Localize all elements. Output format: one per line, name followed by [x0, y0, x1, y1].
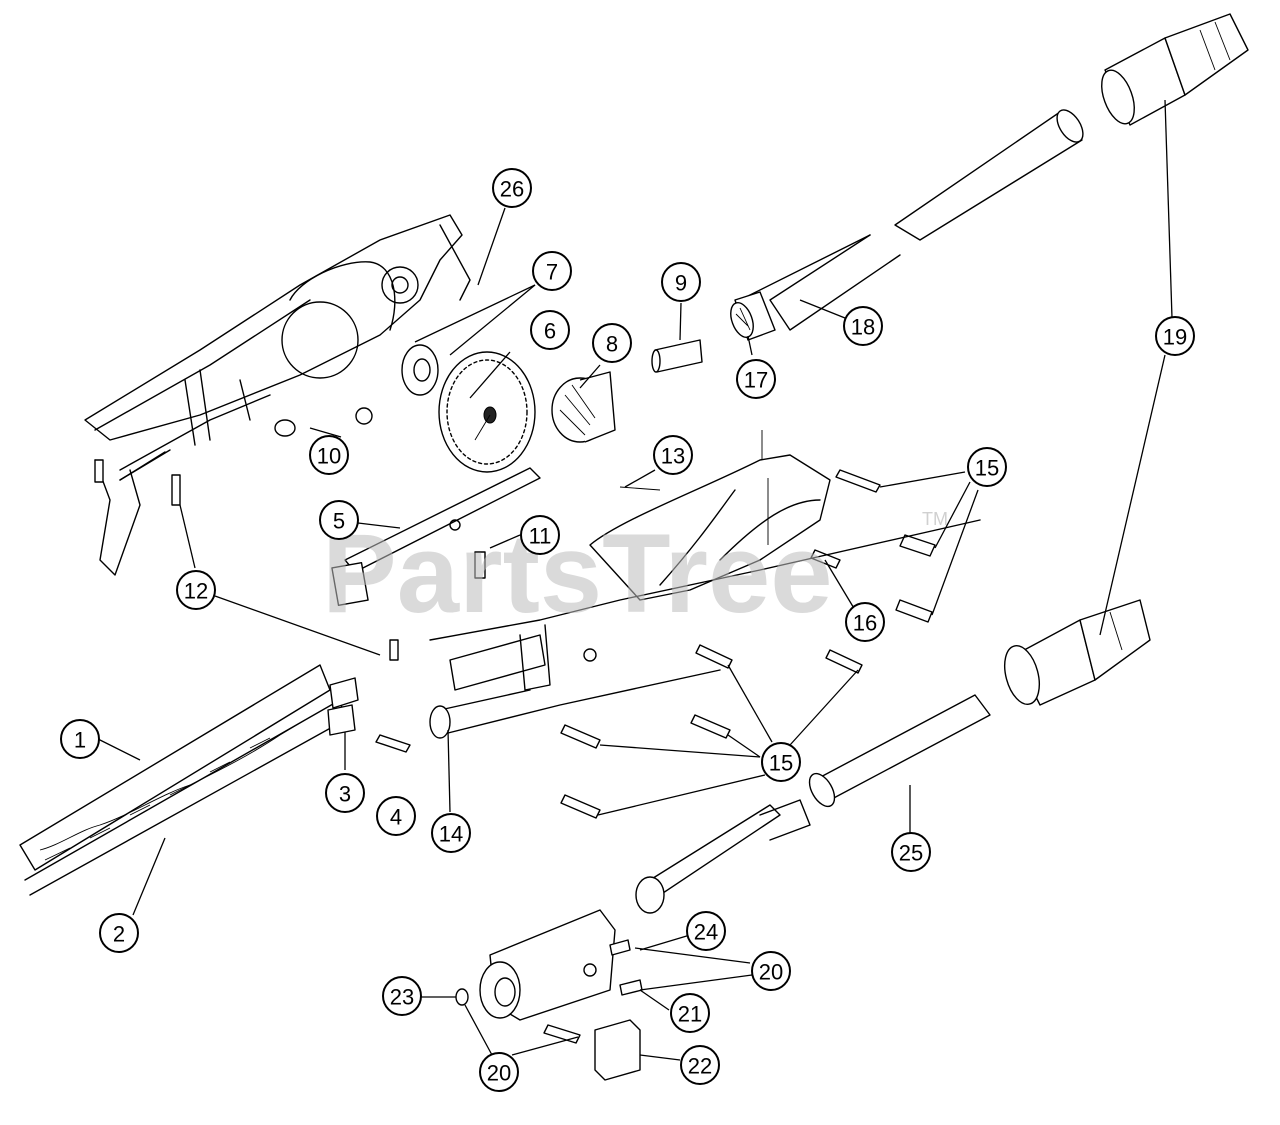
svg-text:22: 22 — [688, 1054, 712, 1079]
callout-23[interactable]: 23 — [382, 976, 422, 1016]
callout-20-right[interactable]: 20 — [751, 951, 791, 991]
gear-housing — [84, 214, 471, 576]
svg-text:2: 2 — [113, 922, 125, 947]
watermark: PartsTree TM — [322, 509, 948, 636]
callout-8[interactable]: 8 — [592, 323, 632, 363]
callout-1[interactable]: 1 — [60, 719, 100, 759]
callout-15-upper[interactable]: 15 — [967, 447, 1007, 487]
lower-tube-assembly — [389, 519, 981, 739]
callout-24[interactable]: 24 — [686, 911, 726, 951]
svg-text:1: 1 — [74, 728, 86, 753]
callout-7[interactable]: 7 — [532, 251, 572, 291]
svg-text:15: 15 — [769, 751, 793, 776]
svg-text:25: 25 — [899, 841, 923, 866]
svg-text:7: 7 — [546, 260, 558, 285]
svg-text:6: 6 — [544, 319, 556, 344]
svg-text:8: 8 — [606, 332, 618, 357]
svg-text:13: 13 — [661, 444, 685, 469]
callout-12[interactable]: 12 — [176, 570, 216, 610]
mount-bracket — [327, 677, 411, 753]
callout-2[interactable]: 2 — [99, 913, 139, 953]
callout-19[interactable]: 19 — [1155, 316, 1195, 356]
watermark-brand: PartsTree — [322, 511, 833, 636]
svg-text:17: 17 — [744, 368, 768, 393]
screw-group-lower — [560, 644, 863, 819]
drive-shaft-short — [651, 339, 703, 373]
svg-text:26: 26 — [500, 177, 524, 202]
handle-grip-top — [1101, 13, 1249, 126]
svg-text:16: 16 — [853, 611, 877, 636]
screw-group-upper — [810, 469, 936, 623]
callout-6[interactable]: 6 — [530, 310, 570, 350]
callout-10[interactable]: 10 — [309, 435, 349, 475]
cutter-bar — [19, 664, 346, 896]
callout-21[interactable]: 21 — [670, 993, 710, 1033]
housing-cover — [589, 430, 831, 601]
pinion-gear — [551, 371, 616, 443]
throttle-housing — [455, 909, 643, 1081]
large-gear — [438, 351, 536, 473]
svg-text:20: 20 — [759, 960, 783, 985]
callout-25[interactable]: 25 — [891, 832, 931, 872]
svg-text:18: 18 — [851, 315, 875, 340]
callout-18[interactable]: 18 — [843, 306, 883, 346]
svg-text:12: 12 — [184, 579, 208, 604]
callout-3[interactable]: 3 — [325, 773, 365, 813]
callout-14[interactable]: 14 — [431, 813, 471, 853]
svg-text:11: 11 — [529, 524, 552, 549]
lever-rod — [635, 804, 781, 914]
handle-grip-lower — [1004, 599, 1151, 706]
gear-spacer — [401, 344, 439, 396]
svg-text:23: 23 — [390, 985, 414, 1010]
svg-text:10: 10 — [317, 444, 341, 469]
upper-handle-tube — [739, 109, 1084, 331]
svg-text:15: 15 — [975, 456, 999, 481]
callout-11[interactable]: 11 — [520, 515, 560, 555]
callout-15-lower[interactable]: 15 — [761, 742, 801, 782]
leader-lines — [97, 99, 1173, 1061]
callout-4[interactable]: 4 — [376, 796, 416, 836]
callouts: 1 2 3 4 5 6 7 8 9 10 11 12 13 14 15 15 1… — [60, 168, 1195, 1092]
svg-text:5: 5 — [333, 509, 345, 534]
callout-16[interactable]: 16 — [845, 602, 885, 642]
watermark-trademark: TM — [922, 509, 948, 529]
svg-text:3: 3 — [339, 782, 351, 807]
svg-text:14: 14 — [439, 822, 463, 847]
callout-17[interactable]: 17 — [736, 359, 776, 399]
callout-9[interactable]: 9 — [661, 262, 701, 302]
lower-handle-tube — [759, 694, 991, 841]
drive-coupler — [730, 291, 776, 341]
drive-link — [331, 467, 541, 607]
svg-text:20: 20 — [487, 1061, 511, 1086]
callout-26[interactable]: 26 — [492, 168, 532, 208]
svg-text:24: 24 — [694, 920, 718, 945]
svg-text:9: 9 — [675, 271, 687, 296]
callout-13[interactable]: 13 — [653, 435, 693, 475]
callout-22[interactable]: 22 — [680, 1045, 720, 1085]
svg-text:19: 19 — [1163, 325, 1187, 350]
svg-text:21: 21 — [678, 1002, 702, 1027]
callout-5[interactable]: 5 — [319, 500, 359, 540]
callout-20-bottom[interactable]: 20 — [479, 1052, 519, 1092]
svg-text:4: 4 — [390, 805, 402, 830]
